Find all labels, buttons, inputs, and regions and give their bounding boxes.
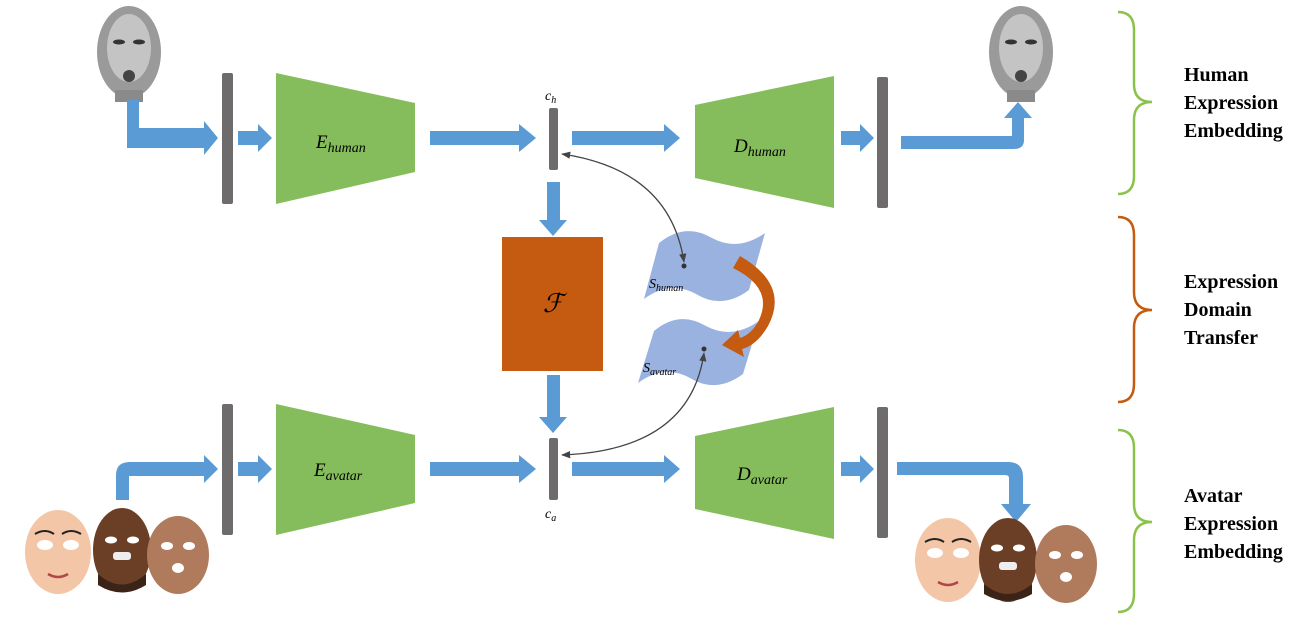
human-encoder-label: Ehuman [315, 132, 366, 156]
bars [222, 73, 888, 538]
human-decoder-label: Dhuman [733, 136, 786, 160]
human-output-face [989, 6, 1053, 102]
avatar-encoder-label: Eavatar [313, 460, 363, 484]
avatar-input-bar [222, 404, 233, 535]
human-input-bar [222, 73, 233, 204]
human-output-bar [877, 77, 888, 208]
section-line: Embedding [1184, 541, 1283, 563]
human-encoder-to-code-arrow [430, 124, 536, 152]
avatar-encoder-block [276, 404, 415, 535]
human-input-arrow [127, 100, 218, 155]
brace-human [1117, 10, 1153, 196]
section-line: Domain [1184, 299, 1252, 321]
avatar-face-light [25, 510, 91, 594]
avatar-code-space-link [561, 352, 707, 459]
transfer-to-code-arrow [539, 375, 567, 433]
human-arrows [127, 100, 1032, 433]
human-bar-to-encoder-arrow [238, 124, 272, 152]
avatar-face-tan [147, 516, 209, 594]
human-decoder-to-bar-arrow [841, 124, 874, 152]
section-line: Expression [1184, 513, 1279, 535]
avatar-decoder-label: Davatar [736, 464, 788, 488]
avatar-code-label: ca [545, 507, 556, 524]
section-line: Expression [1184, 92, 1279, 114]
avatar-out-face-tan [1035, 525, 1097, 603]
section-label-human: Human Expression Embedding [1184, 61, 1283, 145]
human-space-point [681, 263, 687, 269]
avatar-face-dark [93, 508, 151, 593]
brace-transfer [1117, 215, 1153, 404]
code-to-transfer-arrow [539, 182, 567, 236]
section-line: Expression [1184, 271, 1279, 293]
human-output-arrow [901, 102, 1032, 149]
human-encoder-block [276, 73, 415, 204]
avatar-input-arrow [116, 455, 218, 500]
avatar-output-arrow [897, 462, 1031, 522]
section-line: Avatar [1184, 485, 1243, 507]
avatar-out-face-light [915, 518, 981, 602]
human-decoder-block [695, 76, 834, 208]
section-line: Embedding [1184, 120, 1283, 142]
human-input-face [97, 6, 161, 102]
avatar-output-faces [915, 518, 1097, 603]
avatar-space-point [701, 346, 707, 352]
domain-mapping-arrow [722, 256, 775, 357]
avatar-output-bar [877, 407, 888, 538]
human-code-bar [549, 108, 558, 170]
section-label-avatar: Avatar Expression Embedding [1184, 482, 1283, 566]
human-code-to-decoder-arrow [572, 124, 680, 152]
avatar-encoder-to-code-arrow [430, 455, 536, 483]
human-code-label: ch [545, 89, 556, 106]
avatar-bar-to-encoder-arrow [238, 455, 272, 483]
section-line: Transfer [1184, 327, 1259, 349]
avatar-input-faces [25, 508, 209, 594]
avatar-code-to-decoder-arrow [572, 455, 680, 483]
human-space-label: Shuman [649, 277, 683, 294]
avatar-out-face-dark [979, 518, 1037, 602]
human-code-space-link [561, 151, 687, 263]
avatar-arrows [116, 455, 1031, 522]
section-line: Human [1184, 64, 1249, 86]
section-label-transfer: Expression Domain Transfer [1184, 268, 1278, 352]
brace-avatar [1117, 428, 1153, 614]
avatar-decoder-to-bar-arrow [841, 455, 874, 483]
avatar-code-bar [549, 438, 558, 500]
avatar-decoder-block [695, 407, 834, 539]
